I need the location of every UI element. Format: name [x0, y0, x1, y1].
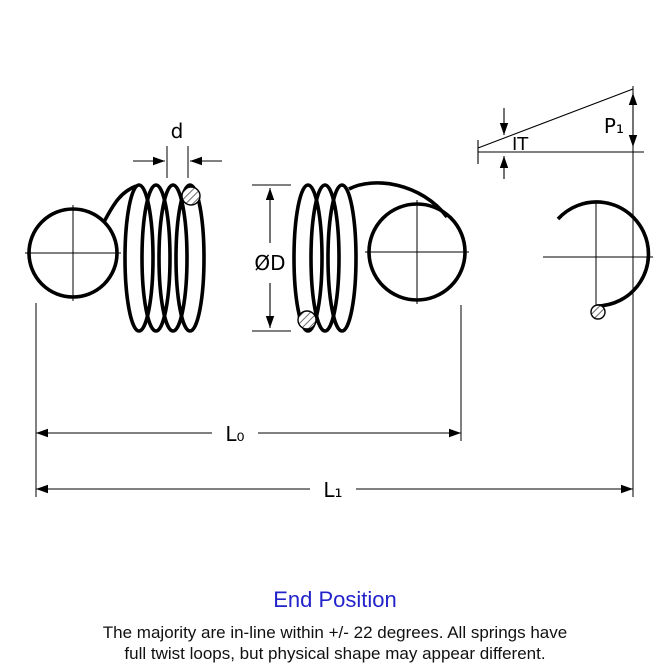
label-mask [310, 474, 356, 501]
coil [123, 183, 155, 333]
label-wire-diameter: d [171, 119, 184, 143]
wire-end-cross-section [297, 310, 317, 330]
left-hook-loop [25, 184, 137, 301]
coil [309, 183, 341, 333]
caption-line-1: The majority are in-line within +/- 22 d… [103, 623, 567, 642]
coil [140, 183, 172, 333]
pitch-slant-line [477, 88, 634, 149]
hook-to-coil-transition [102, 184, 137, 223]
dim-wire-diameter: d [133, 119, 222, 178]
label-overall-length: L₁ [323, 478, 342, 502]
end-position-label: End Position [273, 587, 397, 612]
wire-end-cross-section [590, 304, 606, 320]
label-initial-tension: IT [512, 134, 529, 155]
hook-ring [27, 207, 119, 299]
coil [326, 183, 358, 333]
coil [292, 183, 324, 333]
right-hook-loop [365, 200, 469, 304]
wire-end-cross-section [181, 186, 201, 206]
coil [174, 183, 206, 333]
end-position-hook [543, 200, 653, 320]
caption-line-2: full twist loops, but physical shape may… [124, 644, 545, 663]
dim-overall-length: L₁ [36, 474, 633, 502]
label-mask [212, 418, 258, 445]
label-pitch: P₁ [604, 114, 624, 138]
hook-ring [367, 202, 467, 302]
coil [157, 183, 189, 333]
dim-body-length: L₀ [35, 303, 462, 497]
spring-body-left-coils [123, 183, 206, 333]
coil-to-hook-transition [348, 181, 449, 219]
dim-outer-diameter: ØD [252, 184, 291, 332]
dim-pitch-and-initial-tension: P₁ IT [477, 86, 644, 497]
label-outer-diameter: ØD [254, 251, 285, 275]
label-body-length: L₀ [225, 422, 244, 446]
open-hook-arc [556, 200, 651, 308]
